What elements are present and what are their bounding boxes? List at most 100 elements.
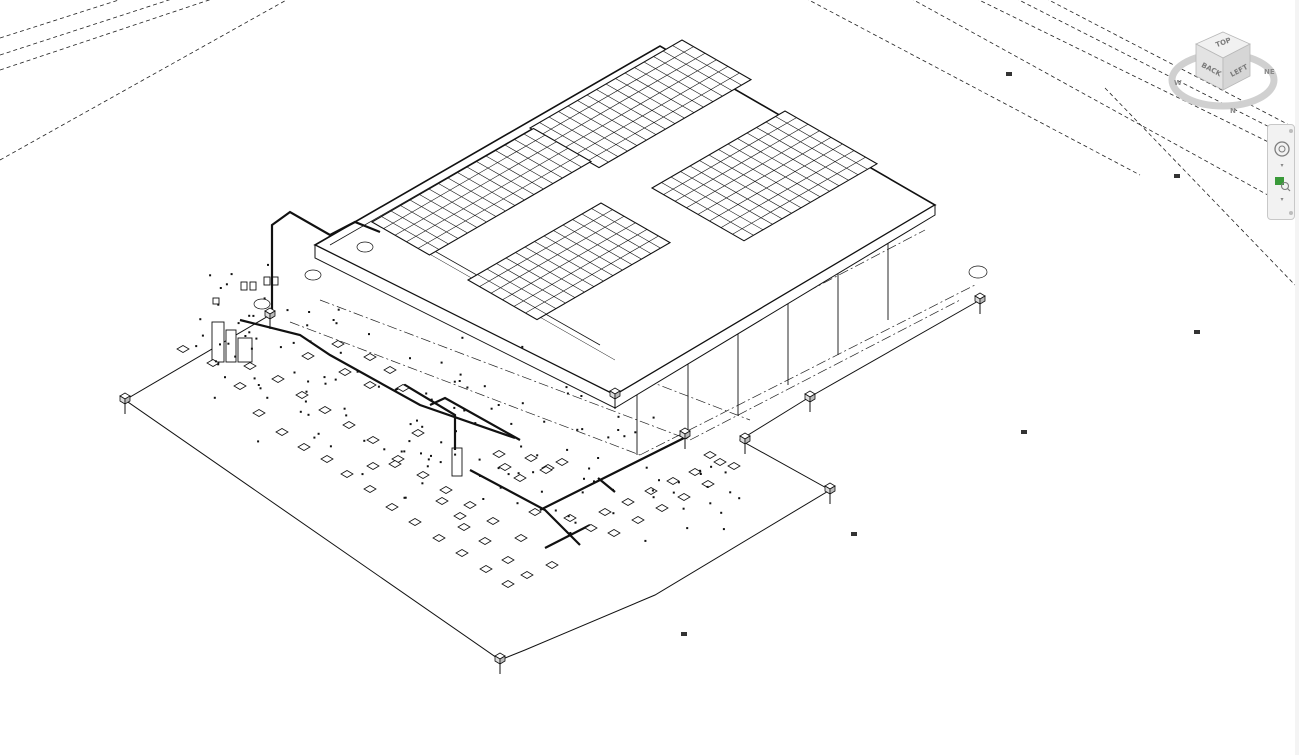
diffuser[interactable] [435,497,449,505]
diffuser[interactable] [539,466,553,474]
grid-marker[interactable] [609,387,621,409]
diffuser[interactable] [233,382,247,390]
grid-marker[interactable] [739,432,751,454]
diffuser[interactable] [338,368,352,376]
viewcube-compass-north[interactable]: N [1230,107,1236,115]
diffuser[interactable] [492,450,506,458]
diffuser[interactable] [555,458,569,466]
diffuser[interactable] [514,534,528,542]
solar-array[interactable] [528,39,753,169]
solar-panel-arrays[interactable] [370,39,879,321]
solar-array[interactable] [370,127,593,256]
diffuser[interactable] [295,391,309,399]
diffuser[interactable] [463,501,477,509]
diffuser[interactable] [363,353,377,361]
ceiling-diffusers[interactable] [176,340,741,588]
diffuser[interactable] [501,580,515,588]
viewcube[interactable]: TOP BACK LEFT N W NE [1168,28,1280,118]
diffuser[interactable] [396,384,410,392]
diffuser[interactable] [563,514,577,522]
ductwork[interactable] [239,210,691,549]
diffuser[interactable] [366,436,380,444]
columns[interactable] [636,232,889,455]
diffuser[interactable] [271,375,285,383]
grid-corner-markers[interactable] [119,292,986,674]
diffuser[interactable] [655,504,669,512]
equipment-stacks[interactable] [211,276,463,477]
sprinkler-head [263,297,266,300]
diffuser[interactable] [501,556,515,564]
diffuser[interactable] [366,462,380,470]
diffuser[interactable] [455,549,469,557]
steering-wheel-icon[interactable] [1272,139,1292,159]
diffuser[interactable] [453,512,467,520]
diffuser[interactable] [363,381,377,389]
solar-array[interactable] [650,110,879,242]
diffuser[interactable] [439,486,453,494]
diffuser[interactable] [297,443,311,451]
diffuser[interactable] [318,406,332,414]
diffuser[interactable] [478,537,492,545]
diffuser[interactable] [301,352,315,360]
grid-marker[interactable] [679,427,691,449]
diffuser[interactable] [598,508,612,516]
diffuser[interactable] [524,454,538,462]
diffuser[interactable] [363,485,377,493]
diffuser[interactable] [528,508,542,516]
grid-marker[interactable] [824,482,836,504]
diffuser[interactable] [631,516,645,524]
diffuser[interactable] [176,345,190,353]
diffuser[interactable] [320,455,334,463]
viewcube-compass-west[interactable]: W [1174,79,1182,87]
diffuser[interactable] [621,498,635,506]
diffuser[interactable] [644,487,658,495]
diffuser[interactable] [388,460,402,468]
diffuser[interactable] [243,362,257,370]
diffuser[interactable] [411,429,425,437]
diffuser[interactable] [416,471,430,479]
diffuser[interactable] [457,523,471,531]
level-markers[interactable] [681,72,1200,636]
diffuser[interactable] [432,534,446,542]
sprinkler-head [583,477,585,480]
diffuser[interactable] [666,477,680,485]
diffuser[interactable] [331,340,345,348]
zoom-region-icon[interactable] [1272,173,1292,193]
diffuser[interactable] [713,458,727,466]
solar-array[interactable] [466,202,672,321]
diffuser[interactable] [252,409,266,417]
grid-marker[interactable] [494,652,506,674]
chevron-down-icon[interactable]: ▾ [1280,163,1284,169]
sprinkler-head [482,498,485,500]
grid-marker[interactable] [804,390,816,412]
grid-marker[interactable] [119,392,131,414]
navbar-options-dot[interactable] [1289,211,1293,215]
navigation-bar[interactable]: ▾ ▾ [1267,124,1295,220]
grid-marker[interactable] [974,292,986,314]
grid-bubbles[interactable] [253,241,988,310]
diffuser[interactable] [688,468,702,476]
diffuser[interactable] [703,451,717,459]
chevron-down-icon[interactable]: ▾ [1280,197,1284,203]
diffuser[interactable] [383,366,397,374]
diffuser[interactable] [385,503,399,511]
diffuser[interactable] [275,428,289,436]
viewcube-face-left[interactable] [1222,43,1251,91]
diffuser[interactable] [408,518,422,526]
diffuser[interactable] [607,529,621,537]
diffuser[interactable] [677,493,691,501]
diffuser[interactable] [479,565,493,573]
diffuser[interactable] [520,571,534,579]
grid-marker[interactable] [264,307,276,329]
diffuser[interactable] [342,421,356,429]
navbar-close-dot[interactable] [1289,129,1293,133]
diffuser[interactable] [545,561,559,569]
diffuser[interactable] [498,463,512,471]
diffuser[interactable] [513,474,527,482]
diffuser[interactable] [340,470,354,478]
diffuser[interactable] [584,524,598,532]
diffuser[interactable] [727,462,741,470]
diffuser[interactable] [486,517,500,525]
